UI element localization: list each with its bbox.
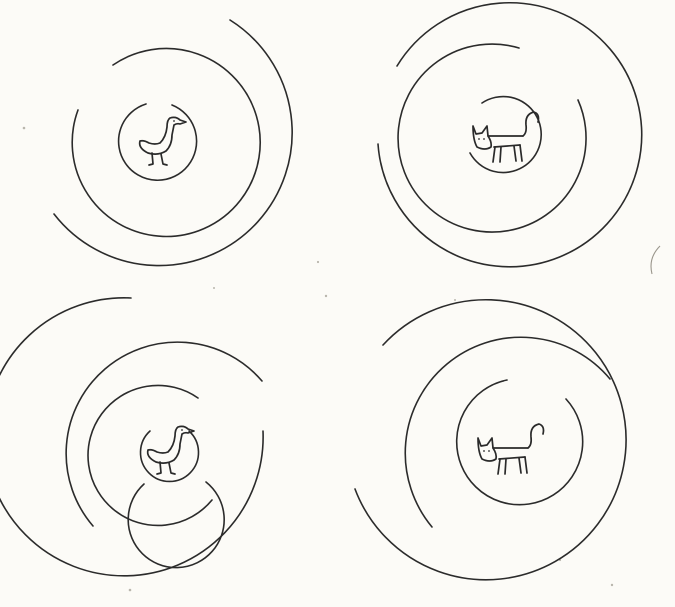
- outer-arc: [0, 298, 263, 576]
- outer-arc: [54, 20, 292, 266]
- goose-icon: [148, 426, 194, 474]
- inner-ring: [470, 97, 541, 173]
- panel-goose-bottom: [0, 298, 263, 576]
- inner-ring: [119, 104, 197, 180]
- middle-arc: [398, 44, 586, 232]
- cat-icon: [473, 112, 539, 162]
- fourth-arc: [128, 482, 224, 568]
- goose-icon: [140, 117, 186, 165]
- second-arc: [405, 337, 610, 527]
- middle-arc: [72, 48, 260, 236]
- second-arc: [66, 342, 262, 526]
- panel-cat-bottom: [355, 300, 626, 580]
- cat-icon: [478, 424, 544, 474]
- outer-arc: [378, 3, 642, 267]
- third-arc: [88, 385, 212, 525]
- panel-cat-top: [378, 3, 642, 267]
- third-arc: [457, 380, 583, 505]
- panel-goose-top: [54, 20, 292, 266]
